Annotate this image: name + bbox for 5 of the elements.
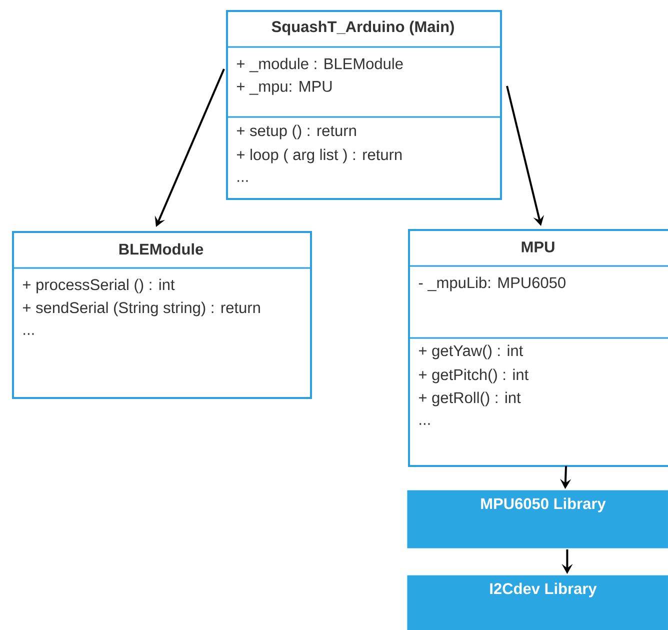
class-box: SquashT_Arduino (Main) + _module : BLEModule + _mpu: MPU + setup () : return + loop ( arg list ) : return ... (226, 10, 502, 200)
library-box: MPU6050 Library (407, 490, 668, 548)
class-box: BLEModule + processSerial () : int + sendSerial (String string) : return ... (12, 231, 312, 399)
class-box: MPU - _mpuLib: MPU6050 + getYaw() : int + getPitch() : int + getRoll() : int ... (408, 229, 668, 467)
library-box: I2Cdev Library (407, 575, 668, 630)
